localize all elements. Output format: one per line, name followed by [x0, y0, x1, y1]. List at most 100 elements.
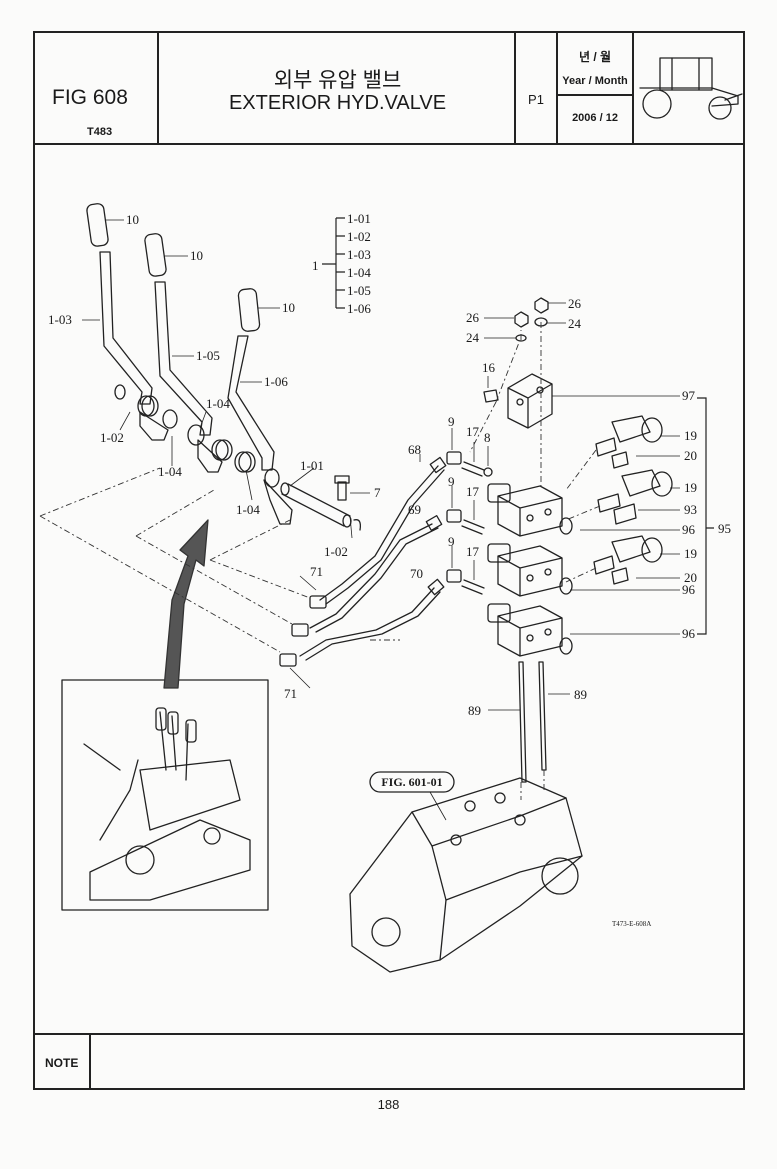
fitting-71a	[309, 595, 327, 609]
group-child-2: 1-02	[347, 229, 371, 244]
adapter-20a	[611, 451, 629, 469]
lever-1-05	[154, 281, 213, 436]
page-number: 188	[377, 1097, 400, 1112]
callout-26: 26	[568, 296, 582, 311]
lever-1-03	[99, 251, 153, 405]
callout-97: 97	[682, 388, 696, 403]
transmission-housing	[349, 777, 583, 973]
callout-1-04: 1-04	[236, 502, 260, 517]
callout-19: 19	[684, 546, 697, 561]
lever-knob-3	[237, 288, 261, 332]
bolt-7	[337, 481, 347, 501]
header-col-2	[514, 31, 516, 144]
model-code: T483	[87, 126, 113, 138]
header-col-3	[556, 31, 558, 144]
note-col	[89, 1033, 91, 1090]
figure-number: FIG 608	[52, 86, 128, 109]
callout-1-04: 1-04	[206, 396, 230, 411]
callout-10: 10	[282, 300, 295, 315]
header-divider	[33, 143, 745, 145]
nut-26a	[514, 311, 529, 328]
callout-26: 26	[466, 310, 480, 325]
hose-68	[319, 465, 439, 601]
group-child-6: 1-06	[347, 301, 371, 316]
lever-1-05-arm	[197, 439, 223, 473]
header-col-1	[157, 31, 159, 144]
callout-96: 96	[682, 522, 696, 537]
callout-89: 89	[574, 687, 587, 702]
tie-rod-89b	[538, 661, 547, 771]
year-month-english: Year / Month	[562, 75, 628, 87]
reference-figure-badge	[369, 771, 455, 793]
adapter-20b	[611, 567, 629, 585]
tractor-icon	[639, 57, 743, 120]
callout-93: 93	[684, 502, 697, 517]
group-child-3: 1-03	[347, 247, 371, 262]
callout-1-03: 1-03	[48, 312, 72, 327]
callout-9: 9	[448, 534, 455, 549]
callout-1-06: 1-06	[264, 374, 288, 389]
fitting-17c	[461, 579, 485, 595]
fitting-17b	[461, 519, 485, 535]
callout-1-02: 1-02	[100, 430, 124, 445]
callout-7: 7	[374, 485, 381, 500]
callout-1-04: 1-04	[158, 464, 182, 479]
callout-1-05: 1-05	[196, 348, 220, 363]
inset-tractor-view	[61, 679, 269, 911]
callout-96: 96	[682, 582, 696, 597]
callout-70: 70	[410, 566, 423, 581]
reference-figure-label: FIG. 601-01	[381, 775, 442, 789]
coupler-19b	[597, 469, 673, 513]
callout-95: 95	[718, 521, 731, 536]
group-bracket	[322, 217, 714, 635]
group-child-4: 1-04	[347, 265, 371, 280]
hose-70	[305, 591, 441, 661]
inset-arrow	[163, 519, 209, 689]
drawing-code: T473-E-608A	[612, 920, 651, 928]
fitting-17a	[461, 461, 485, 477]
callout-69: 69	[408, 502, 421, 517]
lever-1-03-arm	[139, 411, 169, 441]
page-frame	[33, 31, 745, 1090]
callout-9: 9	[448, 474, 455, 489]
callout-89: 89	[468, 703, 481, 718]
callout-24: 24	[466, 330, 480, 345]
callout-17: 17	[466, 484, 480, 499]
group-parent-label: 1	[312, 258, 319, 273]
page-code: P1	[528, 92, 544, 107]
fitting-9a	[446, 451, 462, 465]
title-english: EXTERIOR HYD.VALVE	[228, 92, 447, 114]
callout-10: 10	[126, 212, 139, 227]
callout-68: 68	[408, 442, 421, 457]
coupler-19c	[593, 535, 663, 575]
lever-1-06	[227, 335, 275, 471]
callout-1-02: 1-02	[324, 544, 348, 559]
fitting-71b	[279, 653, 297, 667]
coupler-19a	[595, 415, 663, 457]
adapter-93	[613, 503, 637, 525]
lever-knob-1	[86, 203, 109, 247]
title-korean: 외부 유압 밸브	[273, 69, 402, 92]
callout-24: 24	[568, 316, 582, 331]
callout-8: 8	[484, 430, 491, 445]
callout-17: 17	[466, 424, 480, 439]
callout-20: 20	[684, 448, 697, 463]
note-divider	[33, 1033, 745, 1035]
header-col-4	[632, 31, 634, 144]
shaft-1-01	[281, 483, 351, 527]
valve-section-96b	[487, 543, 573, 597]
fitting-9c	[446, 569, 462, 583]
lever-knob-2	[144, 233, 167, 277]
callout-96: 96	[682, 626, 696, 641]
callout-17: 17	[466, 544, 480, 559]
group-child-5: 1-05	[347, 283, 371, 298]
callout-71: 71	[310, 564, 323, 579]
end-block-97	[507, 373, 553, 429]
year-month-value: 2006 / 12	[572, 112, 618, 124]
callout-10: 10	[190, 248, 203, 263]
valve-section-96a	[487, 483, 573, 537]
lever-1-06-arm	[263, 479, 293, 525]
callout-19: 19	[684, 428, 697, 443]
callout-19: 19	[684, 480, 697, 495]
tie-rod-89a	[518, 661, 527, 783]
